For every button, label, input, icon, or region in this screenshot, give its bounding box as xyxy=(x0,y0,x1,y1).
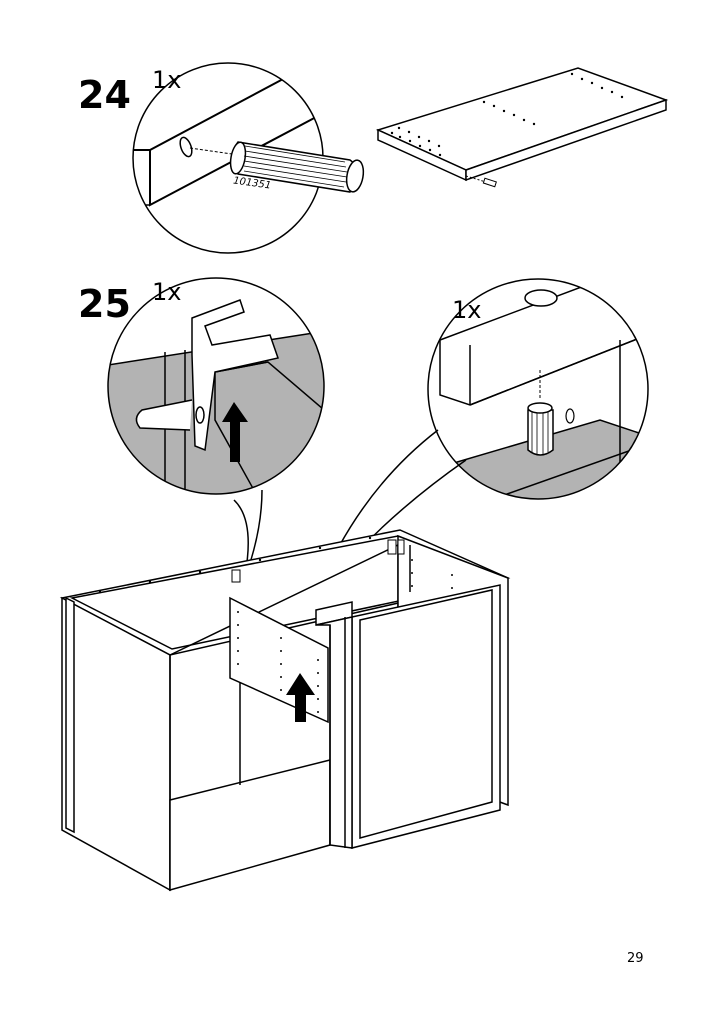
step-25-quantity-left: 1x xyxy=(152,278,182,306)
step-25-quantity-right: 1x xyxy=(452,296,482,324)
step-25-bracket-detail xyxy=(107,277,325,576)
step-24-detail-circle xyxy=(132,62,669,254)
bracket-small xyxy=(231,539,405,583)
corner-cabinet-frame xyxy=(59,529,511,892)
step-24-number: 24 xyxy=(78,73,131,117)
step-24-quantity: 1x xyxy=(152,66,182,94)
cabinet-arrow-up-icon xyxy=(286,673,315,722)
step-25-number: 25 xyxy=(78,282,131,326)
shelf-panel-24 xyxy=(375,67,669,188)
page-number: 29 xyxy=(627,951,644,966)
dowel-101351 xyxy=(229,141,365,193)
inner-panel-dots xyxy=(98,536,453,713)
arrow-up-icon xyxy=(222,402,248,462)
